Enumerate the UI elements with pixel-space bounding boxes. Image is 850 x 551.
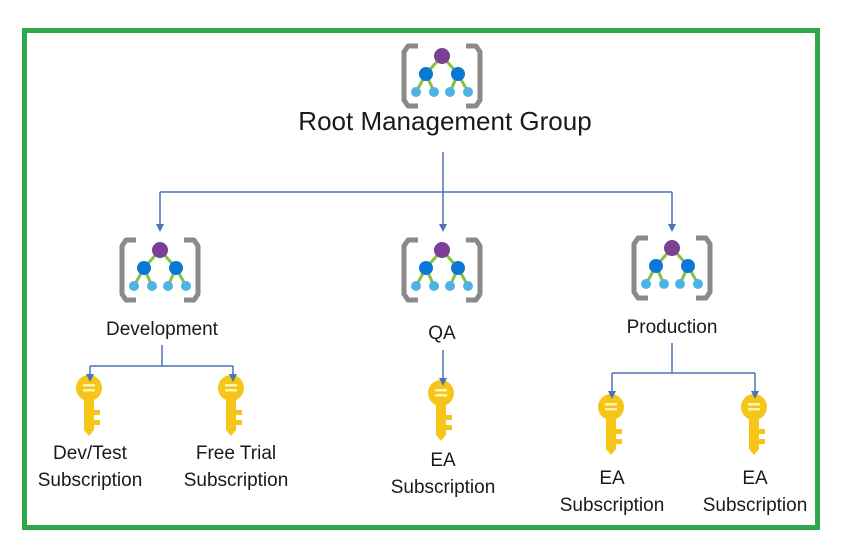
qa-group-label: QA: [428, 323, 456, 344]
free-trial-subscription-line2: Subscription: [183, 470, 289, 491]
devtest-subscription-line2: Subscription: [37, 470, 143, 491]
production-ea2-subscription-label: EA Subscription: [685, 465, 825, 519]
root-management-group-icon: [404, 46, 480, 106]
production-group-label: Production: [626, 317, 718, 338]
production-ea2-key-icon: [741, 394, 767, 455]
qa-ea-subscription-label: EA Subscription: [373, 447, 513, 501]
production-ea2-subscription-line2: Subscription: [702, 495, 808, 516]
production-ea1-subscription-line2: Subscription: [559, 495, 665, 516]
devtest-subscription-line1: Dev/Test: [53, 443, 127, 464]
production-ea2-subscription-line1: EA: [742, 468, 768, 489]
development-management-group-icon: [122, 240, 198, 300]
qa-ea-subscription-line2: Subscription: [390, 477, 496, 498]
free-trial-subscription-line1: Free Trial: [195, 443, 277, 464]
development-group-label: Development: [106, 319, 218, 340]
production-ea1-subscription-line1: EA: [599, 468, 625, 489]
root-connectors: [156, 152, 676, 232]
subscription-connectors: [86, 343, 759, 399]
root-management-group-label: Root Management Group: [298, 106, 592, 136]
devtest-key-icon: [76, 375, 102, 436]
qa-ea-subscription-line1: EA: [430, 450, 456, 471]
free-trial-subscription-label: Free Trial Subscription: [166, 440, 306, 494]
free-trial-key-icon: [218, 375, 244, 436]
diagram-border: [22, 28, 820, 530]
production-ea1-subscription-label: EA Subscription: [542, 465, 682, 519]
qa-management-group-icon: [404, 240, 480, 300]
qa-ea-key-icon: [428, 380, 454, 441]
devtest-subscription-label: Dev/Test Subscription: [20, 440, 160, 494]
production-ea1-key-icon: [598, 394, 624, 455]
production-management-group-icon: [634, 238, 710, 298]
